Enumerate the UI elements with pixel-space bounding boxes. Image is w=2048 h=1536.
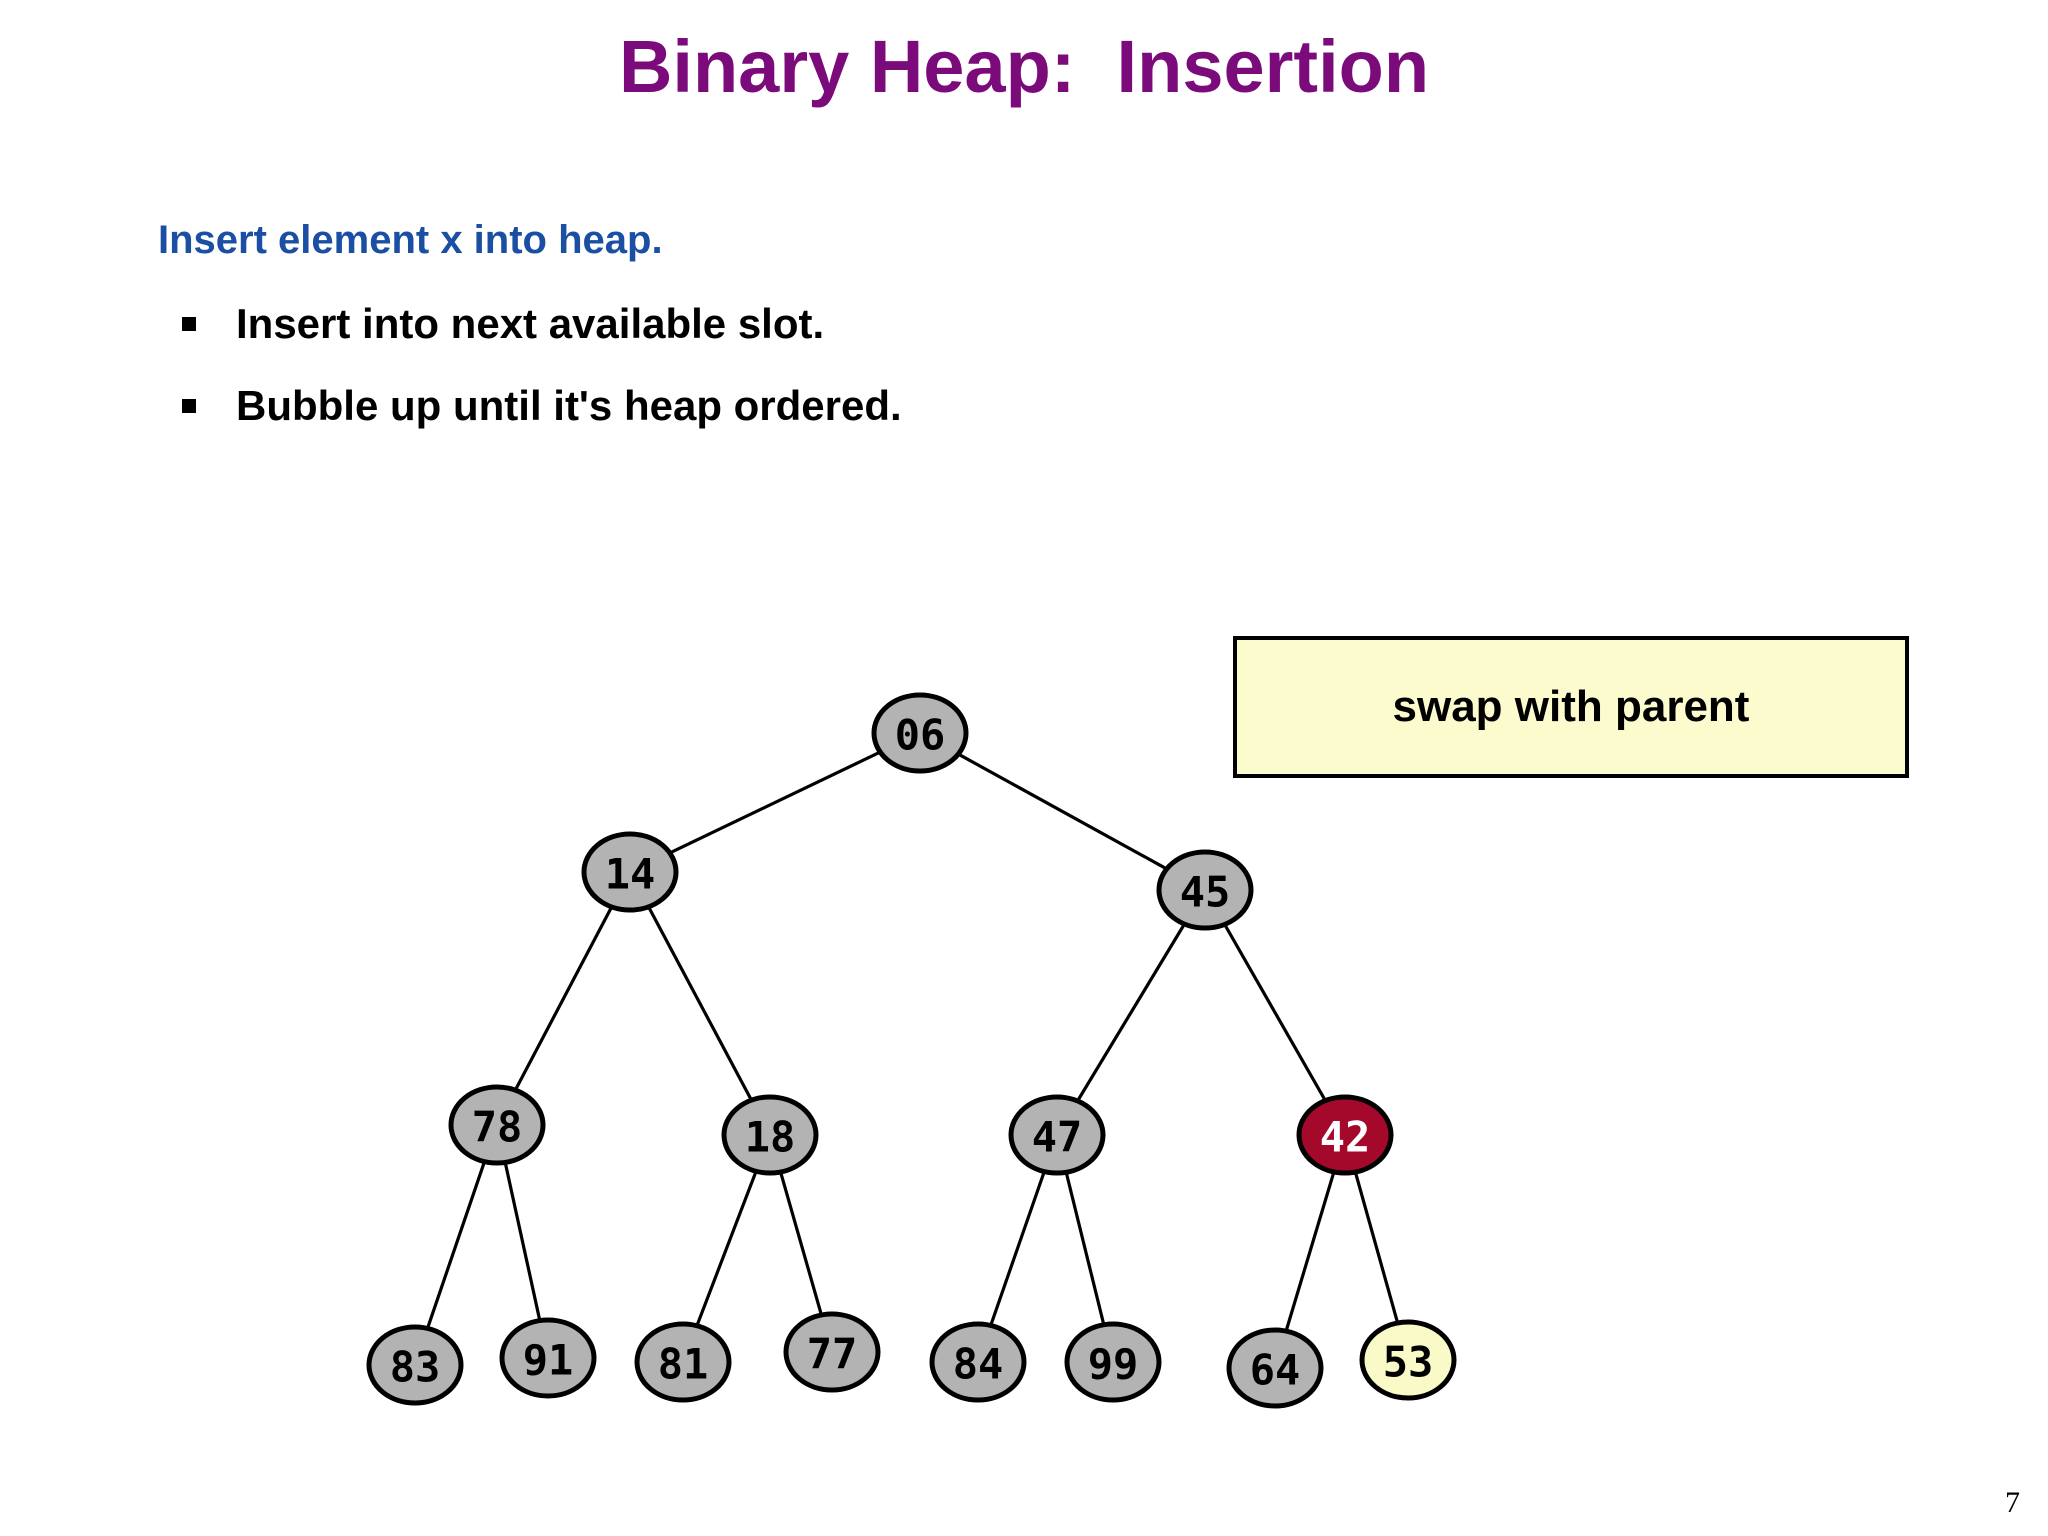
tree-node-label: 91: [523, 1336, 574, 1385]
tree-node-shape: [634, 1321, 732, 1403]
bullet-item-1: Insert into next available slot.: [182, 300, 824, 348]
tree-node[interactable]: 78: [448, 1084, 546, 1166]
tree-edge: [503, 1162, 542, 1321]
tree-node-shape: [1296, 1094, 1394, 1176]
tree-node-shape: [871, 692, 969, 774]
tree-edge: [1353, 1171, 1400, 1324]
tree-node-label: 99: [1088, 1340, 1139, 1389]
tree-node-shape: [1156, 849, 1254, 931]
tree-node[interactable]: 77: [783, 1311, 881, 1393]
tree-edge: [1076, 923, 1186, 1102]
tree-node[interactable]: 83: [366, 1324, 464, 1406]
tree-node[interactable]: 99: [1064, 1321, 1162, 1403]
tree-node-label: 64: [1250, 1346, 1301, 1395]
tree-node-shape: [581, 831, 679, 913]
lead-statement: Insert element x into heap.: [158, 218, 663, 262]
tree-node-shape: [783, 1311, 881, 1393]
tree-node-shape: [1064, 1321, 1162, 1403]
tree-node-label: 81: [658, 1340, 709, 1389]
tree-edge: [957, 752, 1168, 871]
page-title: Binary Heap: Insertion: [618, 25, 1430, 108]
tree-node[interactable]: 18: [721, 1094, 819, 1176]
tree-edge: [647, 906, 753, 1101]
tree-edge: [425, 1161, 487, 1329]
bullet-item-2: Bubble up until it's heap ordered.: [182, 382, 902, 430]
tree-node[interactable]: 91: [499, 1317, 597, 1399]
tree-edge: [1284, 1171, 1336, 1332]
tree-node-shape: [1008, 1094, 1106, 1176]
tree-node[interactable]: 14: [581, 831, 679, 913]
tree-node[interactable]: 06: [871, 692, 969, 774]
tree-node-label: 78: [472, 1103, 523, 1152]
tree-node-shape: [366, 1324, 464, 1406]
tree-node-layer: 06 14 45 78 18 47 42 83 91 81 77 84 99 64 53: [366, 692, 1457, 1409]
tree-edge: [1223, 923, 1327, 1102]
tree-node-label: 84: [953, 1340, 1004, 1389]
tree-node-label: 47: [1032, 1113, 1083, 1162]
tree-node[interactable]: 42: [1296, 1094, 1394, 1176]
tree-node-label: 77: [807, 1330, 858, 1379]
tree-node-shape: [721, 1094, 819, 1176]
square-bullet-icon: [182, 317, 196, 331]
tree-edge: [989, 1170, 1046, 1327]
square-bullet-icon: [182, 399, 196, 413]
tree-node-shape: [499, 1317, 597, 1399]
tree-edge: [779, 1171, 823, 1316]
tree-node-label: 06: [895, 711, 946, 760]
bullet-item-1-label: Insert into next available slot.: [236, 300, 825, 347]
tree-node-shape: [929, 1321, 1027, 1403]
tree-node-label: 83: [390, 1343, 441, 1392]
swap-with-parent-callout: swap with parent: [1233, 636, 1909, 778]
tree-node[interactable]: 84: [929, 1321, 1027, 1403]
tree-node[interactable]: 45: [1156, 849, 1254, 931]
tree-node-label: 14: [605, 850, 656, 899]
page-number: 7: [2005, 1486, 2020, 1519]
tree-node-label: 42: [1320, 1113, 1371, 1162]
tree-node-label: 18: [745, 1113, 796, 1162]
tree-node-shape: [1226, 1327, 1324, 1409]
tree-edge: [513, 906, 614, 1091]
tree-node-shape: [448, 1084, 546, 1166]
tree-node[interactable]: 64: [1226, 1327, 1324, 1409]
tree-edge: [695, 1170, 758, 1327]
tree-edge: [669, 750, 881, 855]
tree-node-label: 53: [1383, 1338, 1434, 1387]
tree-edge-layer: [425, 750, 1400, 1332]
tree-node[interactable]: 81: [634, 1321, 732, 1403]
callout-label: swap with parent: [1392, 682, 1750, 731]
tree-edge: [1064, 1171, 1106, 1326]
tree-node[interactable]: 47: [1008, 1094, 1106, 1176]
tree-node-label: 45: [1180, 868, 1231, 917]
tree-node-shape: [1359, 1319, 1457, 1401]
tree-node[interactable]: 53: [1359, 1319, 1457, 1401]
bullet-item-2-label: Bubble up until it's heap ordered.: [236, 382, 902, 429]
